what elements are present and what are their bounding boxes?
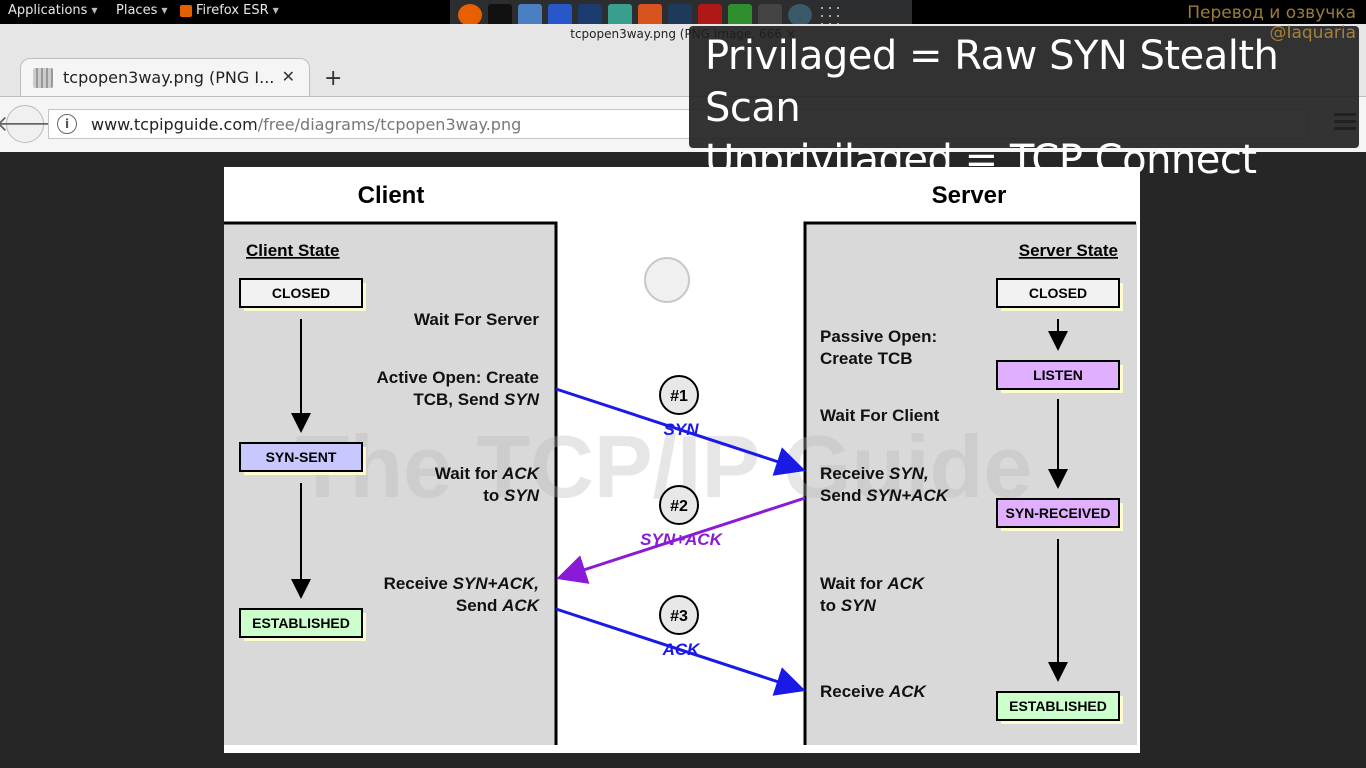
cherrytree-icon[interactable] xyxy=(758,4,782,26)
chevron-down-icon: ▼ xyxy=(161,6,168,15)
app-grid-icon[interactable] xyxy=(818,4,842,26)
server-wait-ack-line2: to SYN xyxy=(820,596,876,615)
svg-text:#3: #3 xyxy=(670,608,688,625)
svg-text:#2: #2 xyxy=(670,498,688,515)
state-label: ESTABLISHED xyxy=(1009,698,1107,714)
caption-line-2: Unprivilaged = TCP Connect Scan xyxy=(705,137,1257,235)
server-passive-open-line1: Passive Open: xyxy=(820,327,937,346)
server-state-title: Server State xyxy=(1019,241,1118,260)
watermark-line-2: @Iaquaria xyxy=(1269,23,1356,43)
message-1-label: SYN xyxy=(664,420,700,439)
client-wait-server: Wait For Server xyxy=(414,310,539,329)
state-label: LISTEN xyxy=(1033,367,1083,383)
burp-icon[interactable] xyxy=(638,4,662,26)
url-text: www.tcpipguide.com/free/diagrams/tcpopen… xyxy=(91,115,521,134)
syn-arrow xyxy=(555,387,806,476)
maltego-icon[interactable] xyxy=(548,4,572,26)
cursor-circle xyxy=(644,257,690,303)
firefox-label: Firefox ESR xyxy=(196,3,269,18)
server-title: Server xyxy=(932,182,1007,209)
message-3-label: ACK xyxy=(662,640,702,659)
state-label: CLOSED xyxy=(272,285,330,301)
client-wait-ack-line1: Wait for ACK xyxy=(435,464,541,483)
client-title: Client xyxy=(358,182,425,209)
arrow-left-icon: 🡐 xyxy=(0,112,55,137)
server-passive-open-line2: Create TCB xyxy=(820,349,913,368)
applications-label: Applications xyxy=(8,3,88,18)
armitage-icon[interactable] xyxy=(608,4,632,26)
server-state-established: ESTABLISHED xyxy=(996,691,1123,724)
client-receive-line2: Send ACK xyxy=(456,596,541,615)
tab-tcpopen3way[interactable]: tcpopen3way.png (PNG I... ✕ xyxy=(20,58,310,96)
server-state-syn-received: SYN-RECEIVED xyxy=(996,498,1123,531)
firefox-icon xyxy=(180,4,192,17)
client-wait-ack-line2: to SYN xyxy=(483,486,539,505)
leafpad-icon[interactable] xyxy=(728,4,752,26)
svg-text:#1: #1 xyxy=(670,388,688,405)
url-host: www.tcpipguide.com xyxy=(91,115,258,134)
firefox-menu[interactable]: Firefox ESR▼ xyxy=(180,3,279,18)
diagram-svg: Client Server The TCP/IP Guide Client St… xyxy=(224,182,1137,745)
places-menu[interactable]: Places▼ xyxy=(116,3,168,18)
metasploit-icon[interactable] xyxy=(578,4,602,26)
message-3-badge: #3 xyxy=(659,595,699,635)
server-state-listen: LISTEN xyxy=(996,360,1123,393)
client-state-established: ESTABLISHED xyxy=(239,608,366,641)
tab-label: tcpopen3way.png (PNG I... xyxy=(63,68,275,87)
faraday-icon[interactable] xyxy=(698,4,722,26)
server-lane-border xyxy=(803,221,1136,745)
beef-icon[interactable] xyxy=(668,4,692,26)
caption-overlay: Privilaged = Raw SYN Stealth Scan Unpriv… xyxy=(689,26,1359,235)
client-state-closed: CLOSED xyxy=(239,278,366,311)
client-receive-line1: Receive SYN+ACK, xyxy=(384,574,539,593)
applications-menu[interactable]: Applications▼ xyxy=(8,3,98,18)
client-state-title: Client State xyxy=(246,241,340,260)
ack-arrow xyxy=(555,607,806,696)
terminal-icon[interactable] xyxy=(488,4,512,26)
state-label: SYN-RECEIVED xyxy=(1005,505,1110,521)
client-state-syn-sent: SYN-SENT xyxy=(239,442,366,475)
server-receive-ack: Receive ACK xyxy=(820,682,928,701)
server-receive-syn-line1: Receive SYN, xyxy=(820,464,929,483)
close-icon[interactable]: ✕ xyxy=(281,67,295,86)
tcp-three-way-handshake-image: Client Server The TCP/IP Guide Client St… xyxy=(224,167,1140,753)
watermark-line-1: Перевод и озвучка xyxy=(1187,3,1356,23)
places-label: Places xyxy=(116,3,158,18)
client-active-open-line2: TCB, Send SYN xyxy=(413,390,539,409)
message-2-label: SYN+ACK xyxy=(640,530,723,549)
translator-watermark: Перевод и озвучка @Iaquaria xyxy=(1187,3,1356,43)
eye-icon[interactable] xyxy=(788,4,812,26)
image-file-icon xyxy=(33,68,53,88)
firefox-dock-icon[interactable] xyxy=(458,4,482,26)
new-tab-button[interactable]: + xyxy=(324,66,343,91)
message-1-badge: #1 xyxy=(659,375,699,415)
server-state-closed: CLOSED xyxy=(996,278,1123,311)
chevron-down-icon: ▼ xyxy=(91,6,98,15)
server-wait-ack-line1: Wait for ACK xyxy=(820,574,926,593)
state-label: SYN-SENT xyxy=(266,449,337,465)
state-label: ESTABLISHED xyxy=(252,615,350,631)
server-receive-syn-line2: Send SYN+ACK xyxy=(820,486,950,505)
url-path: /free/diagrams/tcpopen3way.png xyxy=(257,115,522,134)
files-icon[interactable] xyxy=(518,4,542,26)
caption-line-1: Privilaged = Raw SYN Stealth Scan xyxy=(705,33,1279,131)
client-active-open-line1: Active Open: Create xyxy=(377,368,540,387)
state-label: CLOSED xyxy=(1029,285,1087,301)
server-wait-client: Wait For Client xyxy=(820,406,940,425)
message-2-badge: #2 xyxy=(659,485,699,525)
chevron-down-icon: ▼ xyxy=(272,6,279,15)
info-icon[interactable]: i xyxy=(57,114,77,134)
syn-ack-arrow xyxy=(556,496,806,584)
client-lane-border xyxy=(224,221,558,745)
back-button[interactable]: 🡐 xyxy=(0,105,55,143)
